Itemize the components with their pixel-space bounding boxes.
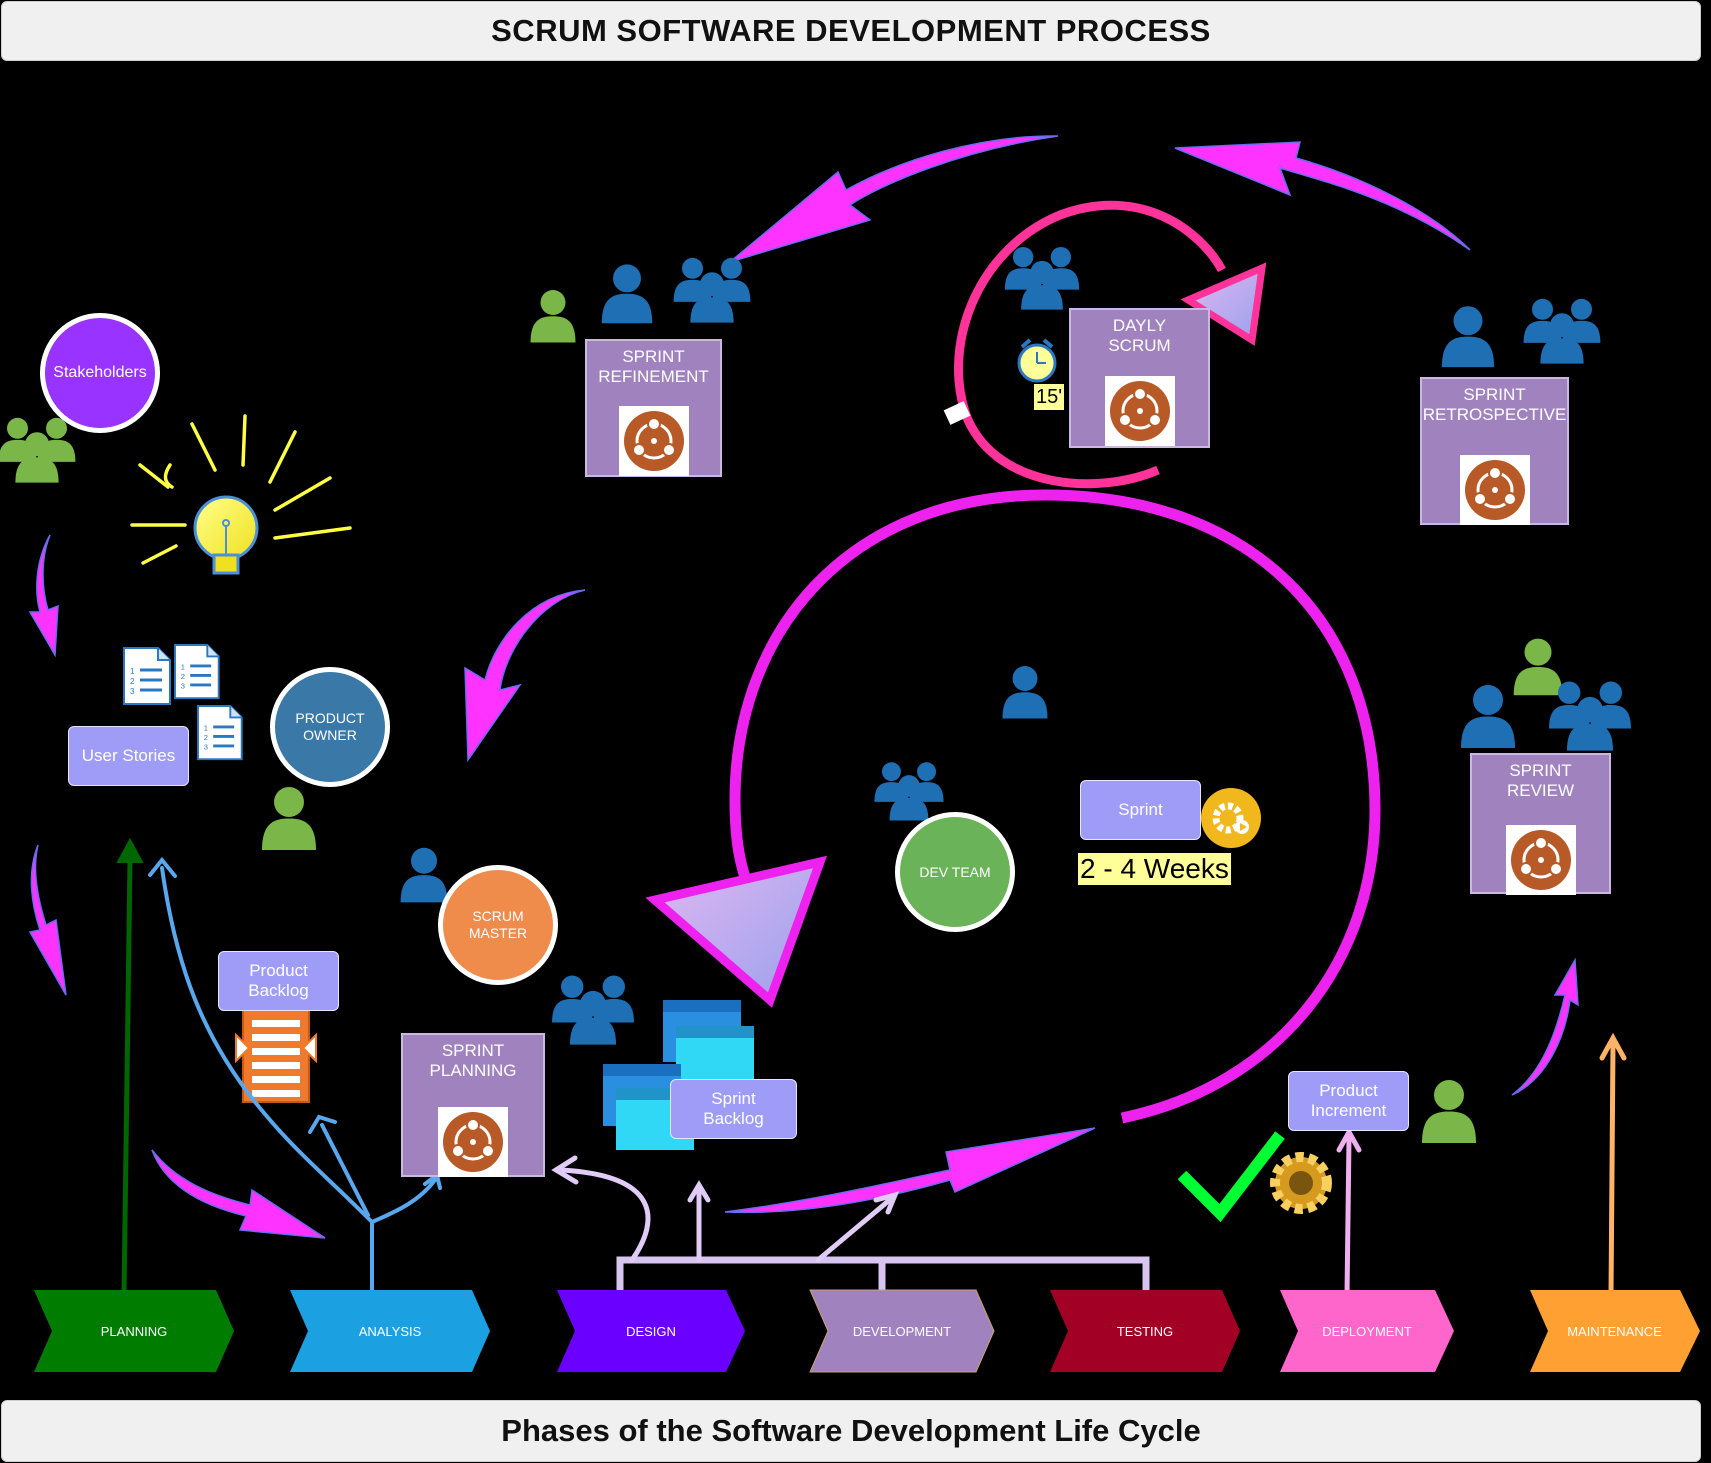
phase-label-maintenance: MAINTENANCE [1567, 1323, 1662, 1339]
arrow-refinement-to-planning [464, 589, 586, 763]
ceremony-title: SPRINT REVIEW [1506, 761, 1575, 800]
ceremony-title: SPRINT RETROSPECTIVE [1422, 385, 1567, 424]
phase-chevrons [34, 1289, 1700, 1373]
timebox-label: 15' [1034, 384, 1065, 410]
phase-chevron-design [557, 1290, 745, 1372]
meeting-icon [1505, 825, 1576, 895]
meeting-icon [1459, 455, 1530, 525]
person-icon [262, 787, 316, 850]
gear-icon [1201, 788, 1261, 848]
check-icon [1177, 1131, 1285, 1223]
ceremony-title: SPRINT PLANNING [429, 1041, 517, 1080]
dev-team-node: DEV TEAM [895, 812, 1015, 932]
phase-label-deployment: DEPLOYMENT [1322, 1323, 1412, 1339]
phase-label-analysis: ANALYSIS [358, 1323, 422, 1339]
phase-connectors [116, 837, 1627, 1299]
person-icon [601, 264, 653, 324]
person-icon [1461, 685, 1515, 748]
phase-chevron-planning [34, 1290, 234, 1372]
window-stack-icon [603, 1000, 754, 1150]
sprint-planning-card: SPRINT PLANNING [401, 1033, 545, 1177]
phase-chevron-development [809, 1289, 995, 1373]
group-icon [552, 976, 634, 1045]
alarm-clock-icon [1017, 338, 1057, 383]
footer-caption: Phases of the Software Development Life … [1, 1400, 1701, 1462]
ceremony-title: DAYLY SCRUM [1108, 316, 1171, 355]
sprint-review-card: SPRINT REVIEW [1470, 753, 1611, 895]
sprint-refinement-card: SPRINT REFINEMENT [585, 339, 722, 477]
product-increment-card: Product Increment [1288, 1071, 1409, 1131]
arrow-backlog-to-analysis [151, 1149, 326, 1239]
sprint-retrospective-card: SPRINT RETROSPECTIVE [1420, 377, 1569, 525]
phase-label-testing: TESTING [1116, 1323, 1174, 1339]
daily-scrum-loop [943, 200, 1267, 489]
product-owner-node: PRODUCT OWNER [270, 667, 390, 787]
phase-label-planning: PLANNING [100, 1323, 168, 1339]
group-icon [674, 258, 751, 323]
person-icon [1422, 1080, 1476, 1143]
user-stories-card: User Stories [68, 726, 189, 786]
phase-chevron-deployment [1280, 1290, 1454, 1372]
arrow-userstories-down [28, 844, 67, 996]
document-list-icon [196, 704, 244, 761]
person-icon [530, 290, 576, 343]
page-title: SCRUM SOFTWARE DEVELOPMENT PROCESS [1, 1, 1701, 61]
product-backlog-card: Product Backlog [218, 951, 339, 1011]
phase-chevron-maintenance [1530, 1290, 1700, 1372]
group-icon [1524, 299, 1601, 364]
sprint-duration: 2 - 4 Weeks [1078, 853, 1231, 885]
daily-scrum-card: DAYLY SCRUM [1069, 308, 1210, 448]
arrow-deploy-to-review [1511, 957, 1579, 1096]
stakeholders-node: Stakeholders [40, 313, 160, 433]
person-icon [1002, 666, 1048, 719]
meeting-icon [618, 406, 689, 476]
lightbulb-icon [130, 414, 352, 575]
sprint-loop [645, 489, 1381, 1124]
arrow-stakeholders-down [28, 534, 59, 658]
group-icon [1549, 682, 1631, 751]
ceremony-title: SPRINT REFINEMENT [598, 347, 709, 386]
phase-label-development: DEVELOPMENT [852, 1323, 952, 1339]
group-icon [874, 762, 943, 820]
flow-arrows [28, 135, 1579, 1239]
arrow-sprint-to-increment [724, 1127, 1096, 1214]
sprint-backlog-card: Sprint Backlog [670, 1079, 797, 1139]
phase-chevron-analysis [290, 1290, 490, 1372]
sprint-card: Sprint [1080, 780, 1201, 840]
group-icon [1005, 247, 1079, 310]
scrum-master-node: SCRUM MASTER [438, 865, 558, 985]
gear-icon [1270, 1152, 1332, 1214]
backlog-list-icon [235, 1009, 317, 1103]
person-icon [400, 847, 448, 903]
document-list-icon [173, 643, 221, 700]
person-icon [1441, 306, 1495, 368]
arrow-retro-to-top [1174, 141, 1471, 251]
group-icon [0, 418, 75, 483]
phase-chevron-testing [1050, 1290, 1240, 1372]
meeting-icon [438, 1107, 508, 1177]
document-list-icon [122, 646, 172, 706]
phase-label-design: DESIGN [626, 1323, 676, 1339]
person-icon [1513, 638, 1563, 696]
meeting-icon [1104, 376, 1175, 446]
